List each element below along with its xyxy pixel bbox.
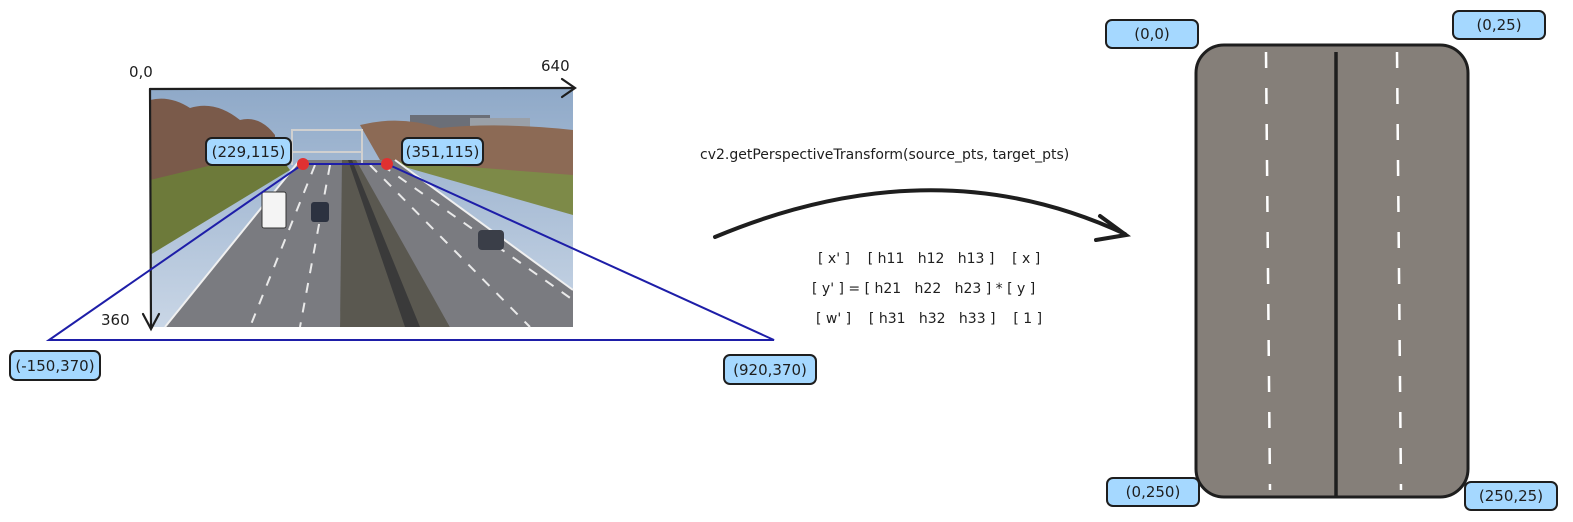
- badge-source-top-left: (229,115): [205, 137, 292, 166]
- highway-photo: [150, 88, 574, 328]
- badge-target-top-left: (0,0): [1105, 19, 1199, 49]
- source-point-top-left: [297, 158, 309, 170]
- badge-source-bottom-left: (-150,370): [9, 350, 101, 381]
- x-axis-arrow: [148, 86, 576, 91]
- badge-target-top-right: (0,25): [1452, 10, 1546, 40]
- badge-source-top-right: (351,115): [401, 137, 484, 166]
- badge-target-bottom-left: (0,250): [1106, 477, 1200, 507]
- transform-arrow: [713, 188, 1132, 242]
- height-label: 360: [101, 311, 130, 329]
- badge-target-bottom-right: (250,25): [1464, 481, 1558, 511]
- matrix-row-2: [ y' ] = [ h21 h22 h23 ] * [ y ]: [812, 281, 1036, 297]
- transform-call: cv2.getPerspectiveTransform(source_pts, …: [700, 147, 1070, 163]
- target-road: [1194, 43, 1470, 499]
- matrix-row-3: [ w' ] [ h31 h32 h33 ] [ 1 ]: [816, 311, 1043, 327]
- width-label: 640: [541, 57, 570, 75]
- y-axis-arrow: [148, 87, 153, 330]
- source-trapezoid: [45, 163, 775, 341]
- origin-label: 0,0: [129, 63, 153, 81]
- image-axes: [141, 77, 577, 332]
- source-point-top-right: [381, 158, 393, 170]
- badge-source-bottom-right: (920,370): [723, 354, 817, 385]
- matrix-row-1: [ x' ] [ h11 h12 h13 ] [ x ]: [818, 251, 1041, 267]
